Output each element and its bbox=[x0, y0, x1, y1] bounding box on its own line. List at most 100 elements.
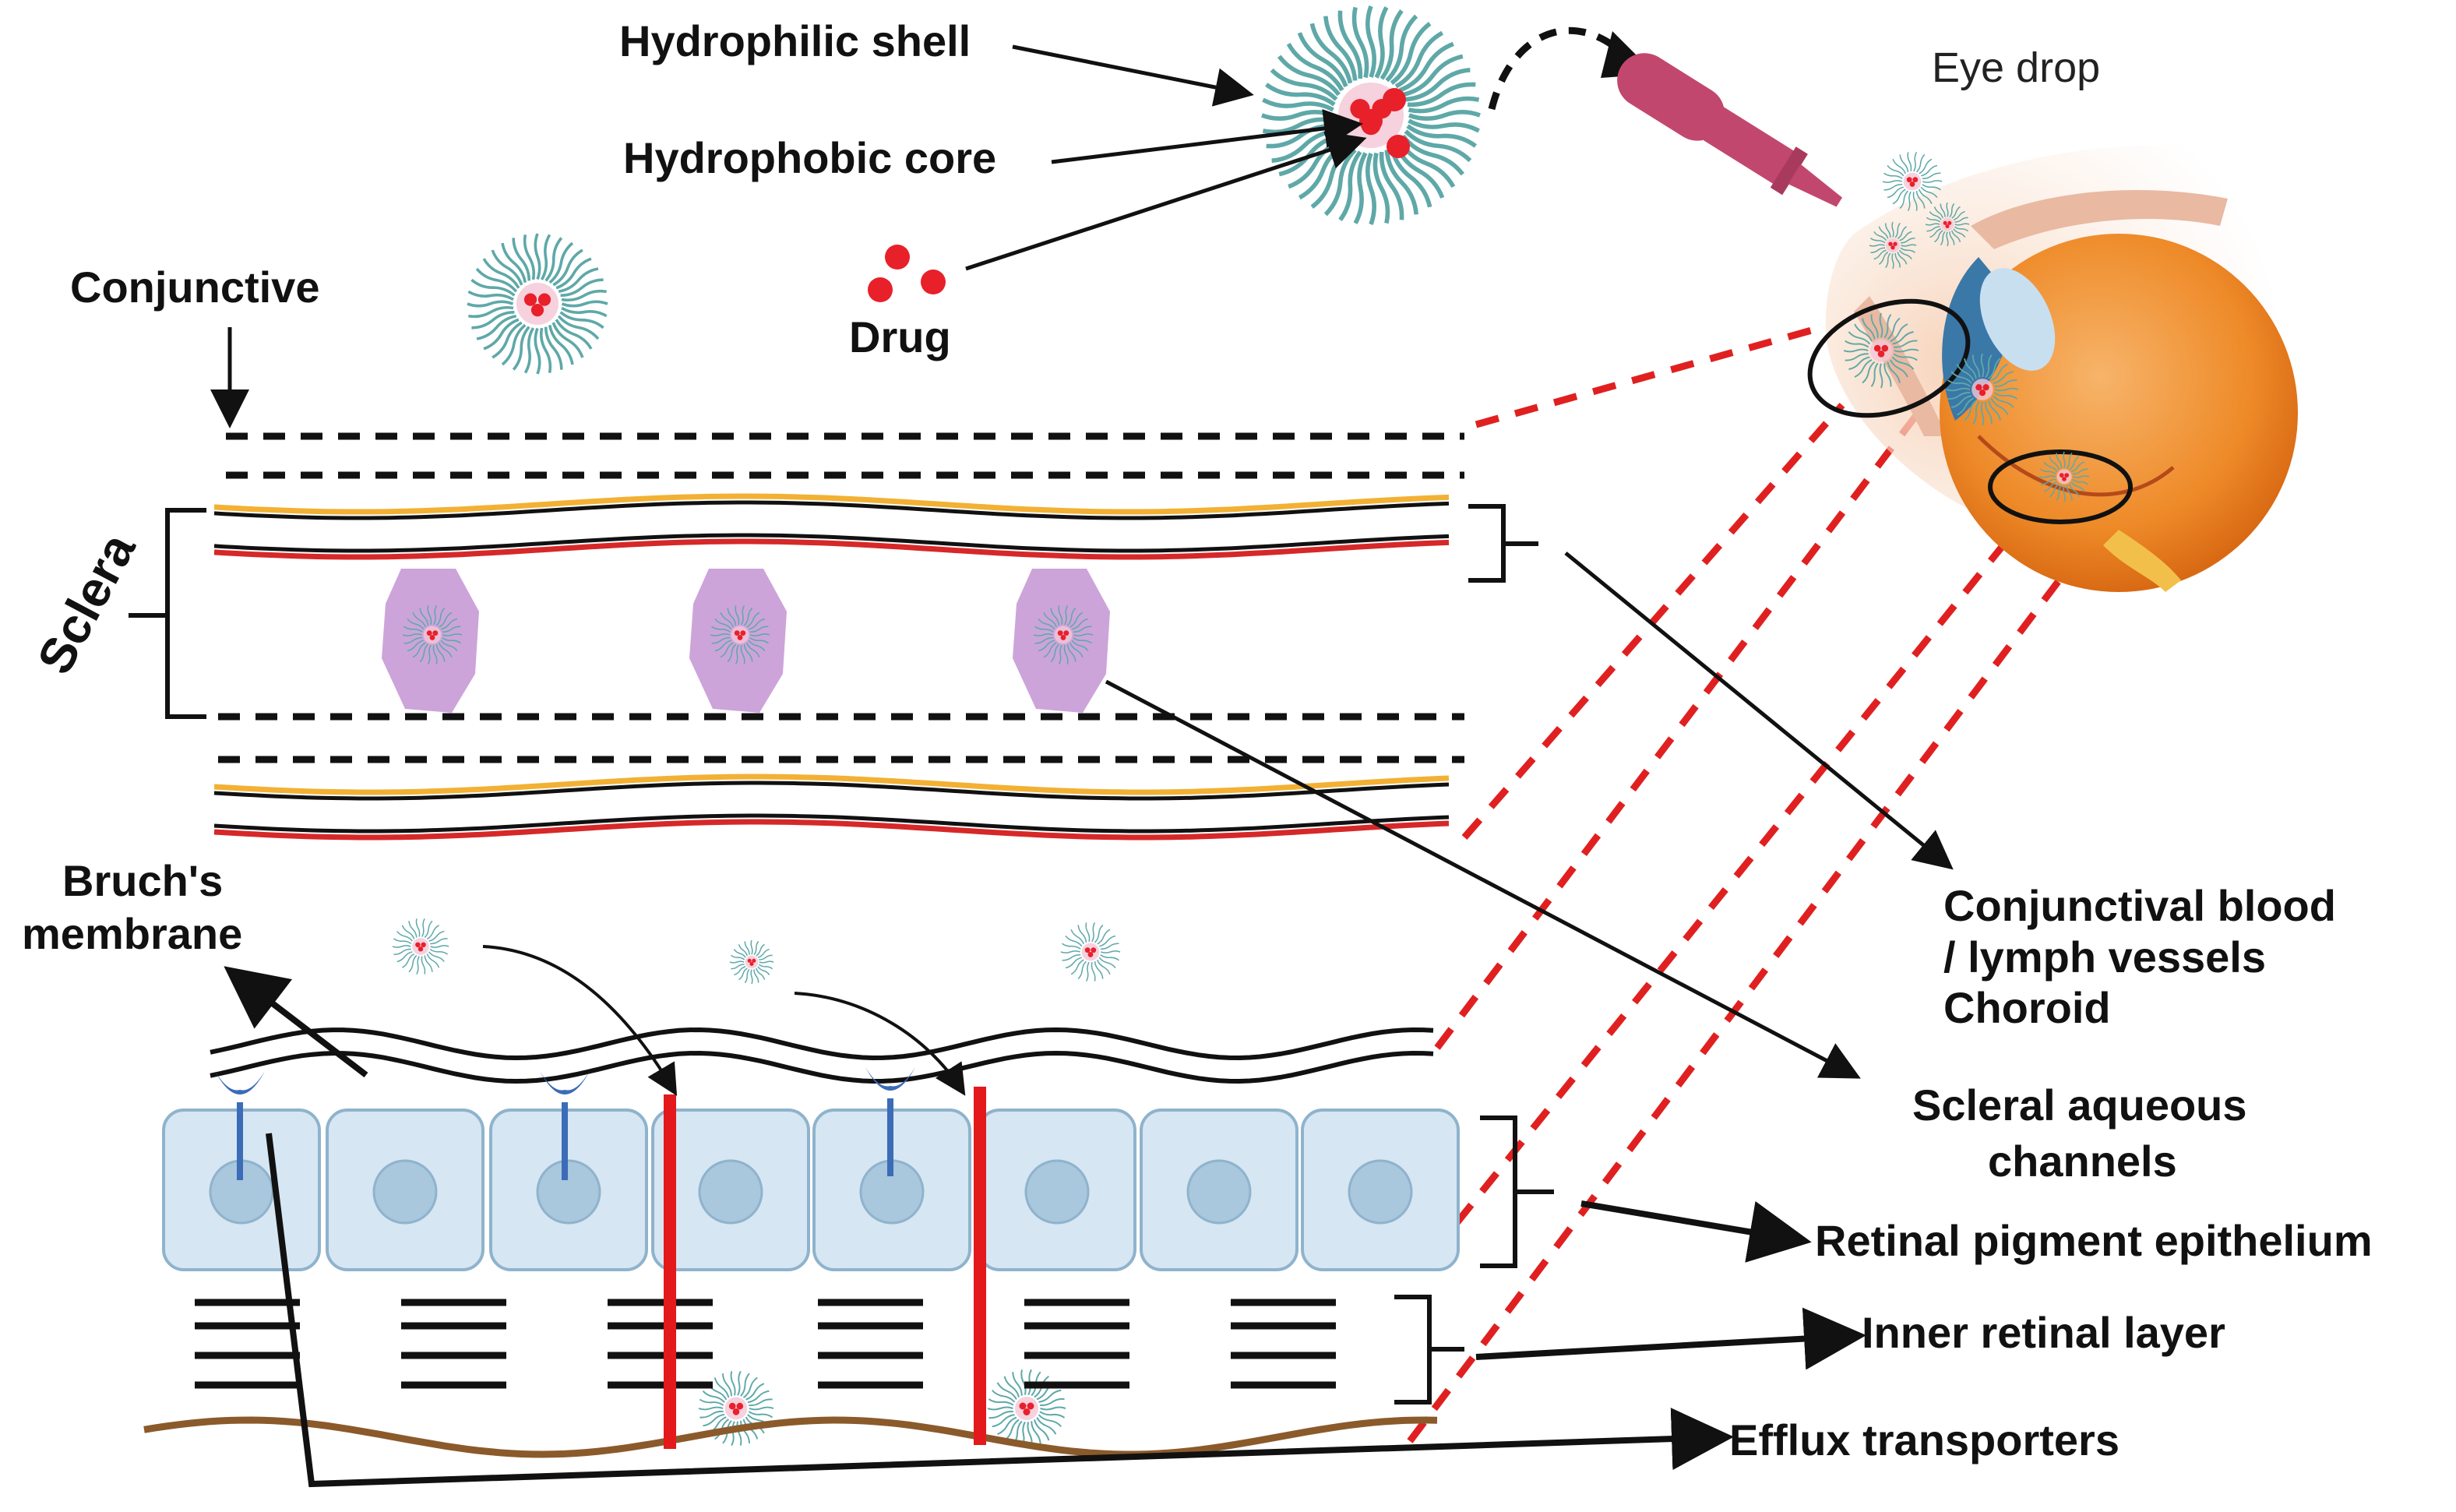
label-retinal-pigment-epithelium: Retinal pigment epithelium bbox=[1815, 1216, 2373, 1265]
micelle-chain bbox=[1912, 192, 1918, 211]
bruchs-membrane-line bbox=[210, 1027, 1434, 1061]
micelle-chain bbox=[2040, 478, 2056, 485]
micelle-chain bbox=[711, 636, 731, 644]
zoom-lines bbox=[1407, 323, 2106, 1443]
micelle-chain bbox=[393, 948, 411, 955]
micelle-chain bbox=[1337, 10, 1363, 79]
micelle-chain bbox=[1907, 191, 1912, 211]
micelle-chain bbox=[1870, 247, 1886, 254]
micelle-chain bbox=[1070, 959, 1084, 975]
micelle-chain bbox=[1385, 14, 1418, 83]
micelle-chain bbox=[557, 315, 600, 340]
micelle-chain bbox=[427, 605, 432, 625]
micelle-illustration-large bbox=[1261, 5, 1481, 225]
efflux-transporter-bar bbox=[664, 1094, 676, 1449]
micelle-chain bbox=[1374, 6, 1389, 79]
micelle-chain bbox=[1060, 950, 1080, 953]
micelle-chain bbox=[735, 644, 739, 664]
micelle-chain bbox=[1033, 1419, 1050, 1441]
zoom-line-sclera bbox=[1461, 403, 1845, 840]
micelle-chain bbox=[1887, 317, 1901, 340]
micelle-chain bbox=[1940, 203, 1946, 217]
micelle-chain bbox=[1891, 356, 1915, 370]
drug-dot bbox=[1087, 952, 1094, 957]
micelle-chain bbox=[1098, 957, 1116, 969]
micelle-chain bbox=[991, 1390, 1016, 1403]
micelle-chain bbox=[442, 626, 461, 633]
arrow-efflux-transporters bbox=[266, 1133, 1734, 1488]
micelle-chain bbox=[2072, 478, 2088, 485]
micelle-chain bbox=[491, 249, 523, 286]
micelle-chain bbox=[1893, 353, 1918, 361]
micelle-chain bbox=[2056, 453, 2063, 469]
label-choroid: Choroid bbox=[1943, 983, 2111, 1032]
micelle-chain bbox=[396, 931, 413, 942]
micelle-chain bbox=[749, 1406, 774, 1411]
micelle-chain bbox=[750, 939, 753, 955]
micelle-chain bbox=[407, 618, 425, 630]
drug-dot bbox=[732, 1408, 740, 1415]
micelle-chain bbox=[1848, 356, 1870, 370]
micelle-chain bbox=[1066, 644, 1076, 662]
micelle-chain bbox=[501, 242, 527, 284]
micelle-chain bbox=[421, 956, 426, 975]
micelle-chain bbox=[467, 300, 514, 308]
label-scleral-aqueous-1: Scleral aqueous bbox=[1912, 1080, 2247, 1130]
micelle-chain bbox=[1100, 954, 1119, 961]
micelle-chain bbox=[523, 327, 535, 374]
micelle-chain bbox=[749, 1398, 773, 1407]
micelle-chain bbox=[392, 945, 411, 948]
micelle-chain bbox=[2043, 481, 2058, 492]
micelle-chain bbox=[699, 1398, 724, 1406]
micelle-chain bbox=[1094, 961, 1104, 979]
drug-dot bbox=[1084, 947, 1091, 953]
micelle-chain bbox=[492, 321, 523, 359]
micelle-chain bbox=[429, 948, 448, 955]
micelle-icon bbox=[729, 939, 774, 985]
arrow-scleral-channels bbox=[1105, 679, 1861, 1079]
drug-dot bbox=[418, 946, 424, 952]
drug-dot bbox=[429, 635, 435, 640]
micelle-chain bbox=[561, 289, 607, 302]
micelle-chain bbox=[1985, 401, 1993, 425]
drug-dot bbox=[1906, 177, 1912, 183]
micelle-chain bbox=[1929, 211, 1942, 220]
micelle-chain bbox=[703, 1413, 725, 1427]
drug-dot bbox=[1890, 245, 1895, 250]
micelle-icon bbox=[987, 1369, 1066, 1448]
micelle-chain bbox=[1953, 228, 1966, 238]
micelle-chain bbox=[1372, 152, 1390, 224]
micelle-chain bbox=[720, 642, 734, 658]
arrow-hydrophobic-core bbox=[1051, 109, 1363, 164]
micelle-chain bbox=[1408, 118, 1480, 133]
drug-dot bbox=[1975, 384, 1982, 391]
micelle-icon bbox=[392, 918, 449, 975]
label-sclera: Sclera bbox=[26, 524, 146, 683]
micelle-chain bbox=[534, 233, 541, 280]
micelle-chain bbox=[2072, 475, 2090, 478]
micelle-chain bbox=[1854, 359, 1873, 378]
micelle-chain bbox=[750, 969, 753, 985]
micelle-chain bbox=[1069, 642, 1084, 658]
receptor-cup bbox=[865, 1067, 915, 1091]
micelle-chain bbox=[1401, 134, 1465, 176]
micelle-chain bbox=[741, 605, 745, 626]
micelle-chain bbox=[2066, 485, 2073, 501]
micelle-chain bbox=[2038, 475, 2056, 478]
micelle-chain bbox=[1913, 152, 1918, 172]
micelle-chain bbox=[1043, 642, 1057, 658]
micelle-chain bbox=[1988, 358, 2001, 379]
micelle-chain bbox=[714, 1377, 730, 1398]
micelle-chain bbox=[1869, 244, 1885, 247]
zoom-line-bruchs bbox=[1434, 403, 1927, 1050]
micelle-chain bbox=[1922, 180, 1943, 183]
micelle-chain bbox=[1994, 387, 2019, 392]
micelle-chain bbox=[1947, 379, 1971, 387]
micelle-chain bbox=[1950, 395, 1972, 408]
micelle-chain bbox=[1408, 110, 1481, 121]
micelle-chain bbox=[1845, 340, 1869, 348]
micelle-chain bbox=[1878, 251, 1889, 265]
micelle-chain bbox=[424, 955, 433, 972]
micelle-chain bbox=[1096, 959, 1111, 975]
